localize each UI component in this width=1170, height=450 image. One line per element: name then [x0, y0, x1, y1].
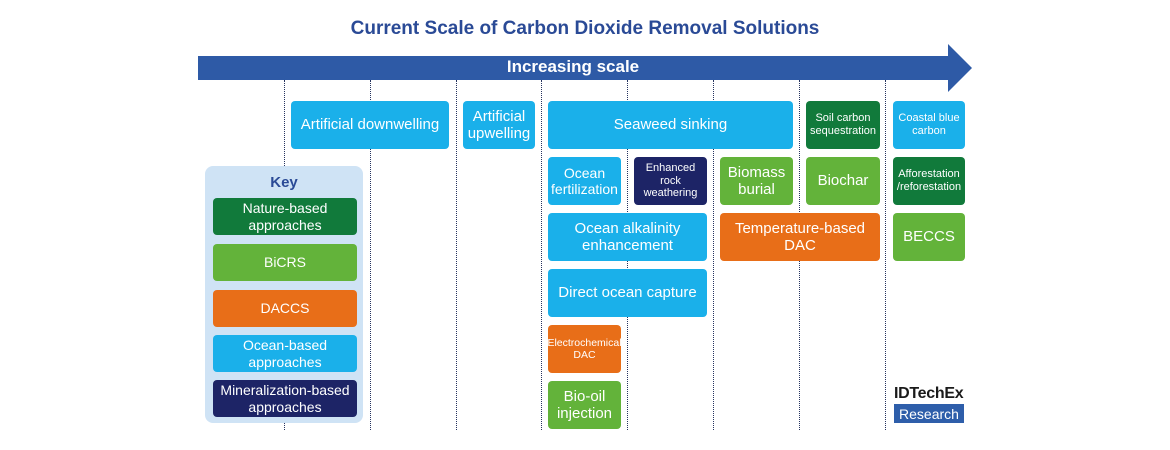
key-daccs: DACCS	[213, 290, 357, 327]
key-mineralization-based: Mineralization-based approaches	[213, 380, 357, 417]
column-divider	[541, 80, 542, 430]
idtechex-logo-research: Research	[894, 404, 964, 423]
solution-bio-oil-injection: Bio-oil injection	[548, 381, 621, 429]
column-divider	[885, 80, 886, 430]
key-ocean-based: Ocean-based approaches	[213, 335, 357, 372]
solution-direct-ocean-capture: Direct ocean capture	[548, 269, 707, 317]
column-divider	[713, 80, 714, 430]
idtechex-logo: IDTechEx	[894, 385, 964, 402]
solution-temperature-based-dac: Temperature-based DAC	[720, 213, 880, 261]
solution-artificial-downwelling: Artificial downwelling	[291, 101, 449, 149]
solution-ocean-fertilization: Ocean fertilization	[548, 157, 621, 205]
solution-electrochemical-dac: Electrochemical DAC	[547, 325, 622, 373]
increasing-scale-arrow: Increasing scale	[198, 44, 972, 92]
solution-biomass-burial: Biomass burial	[720, 157, 793, 205]
solution-enhanced-rock-weathering: Enhanced rock weathering	[634, 157, 707, 205]
solution-biochar: Biochar	[806, 157, 880, 205]
solution-afforestation-reforestation: Afforestation /reforestation	[893, 157, 965, 205]
column-divider	[370, 80, 371, 430]
key-bicrs: BiCRS	[213, 244, 357, 281]
arrow-label: Increasing scale	[506, 57, 640, 76]
solution-artificial-upwelling: Artificial upwelling	[463, 101, 535, 149]
diagram-title: Current Scale of Carbon Dioxide Removal …	[350, 18, 820, 39]
solution-seaweed-sinking: Seaweed sinking	[548, 101, 793, 149]
solution-soil-carbon-sequestration: Soil carbon sequestration	[806, 101, 880, 149]
key-nature-based: Nature-based approaches	[213, 198, 357, 235]
column-divider	[456, 80, 457, 430]
solution-beccs: BECCS	[893, 213, 965, 261]
solution-ocean-alkalinity-enhancement: Ocean alkalinity enhancement	[548, 213, 707, 261]
key-title: Key	[270, 174, 298, 191]
arrow-shape	[198, 44, 972, 92]
solution-coastal-blue-carbon: Coastal blue carbon	[893, 101, 965, 149]
